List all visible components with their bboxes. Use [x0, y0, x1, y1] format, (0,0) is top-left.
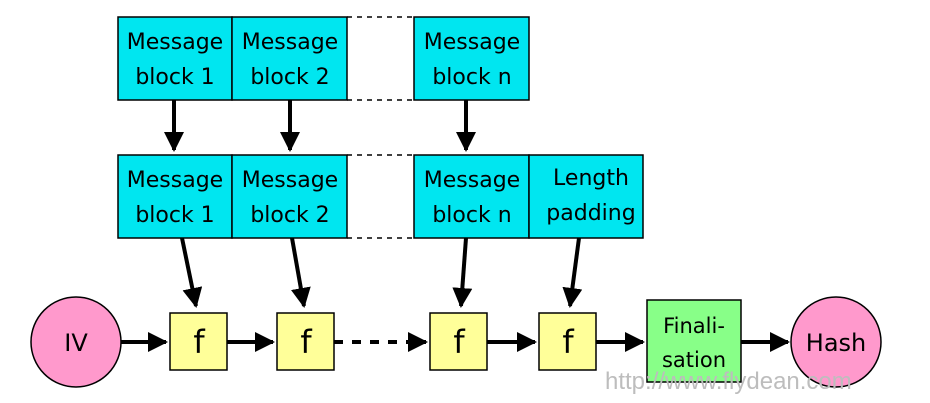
- top-row: Message block 1 Message block 2 Message …: [117, 16, 530, 101]
- mid-block-1-line1: Message: [127, 168, 223, 193]
- length-padding-line1: Length: [553, 166, 629, 191]
- mid-message-block-2: Message block 2: [231, 154, 348, 239]
- length-padding-line2: padding: [546, 201, 635, 226]
- f1-label: f: [193, 323, 205, 361]
- hash-label: Hash: [806, 329, 866, 357]
- compression-function-2: f: [276, 312, 335, 371]
- arrow-mid-to-f-1: [180, 237, 203, 308]
- mid-block-2-line2: block 2: [250, 203, 329, 228]
- watermark-text: http://www.flydean.com: [605, 368, 852, 395]
- arrow-padding-to-f: [562, 237, 583, 308]
- arrow-mid-to-f-2: [290, 237, 311, 308]
- flast-label: f: [562, 323, 574, 361]
- finalisation-line2: sation: [662, 348, 726, 372]
- mid-message-block-n: Message block n: [413, 154, 530, 239]
- finalisation-box: Finali- sation: [646, 299, 742, 383]
- top-block-n-line2: block n: [432, 65, 511, 90]
- mid-block-n-line2: block n: [432, 203, 511, 228]
- iv-node: IV: [30, 296, 122, 388]
- top-block-2-line1: Message: [242, 30, 338, 55]
- fn-label: f: [453, 323, 465, 361]
- top-block-n-line1: Message: [424, 30, 520, 55]
- length-padding-block: Length padding: [528, 154, 644, 239]
- compression-function-last: f: [538, 312, 597, 371]
- finalisation-line1: Finali-: [663, 314, 725, 338]
- top-message-block-2: Message block 2: [231, 16, 348, 101]
- top-block-1-line1: Message: [127, 30, 223, 55]
- top-message-block-1: Message block 1: [117, 16, 233, 101]
- top-block-1-line2: block 1: [135, 65, 214, 90]
- compression-function-1: f: [169, 312, 228, 371]
- top-message-block-n: Message block n: [413, 16, 530, 101]
- mid-block-1-line2: block 1: [135, 203, 214, 228]
- mid-block-n-line1: Message: [424, 168, 520, 193]
- mid-block-2-line1: Message: [242, 168, 338, 193]
- hash-node: Hash: [790, 296, 882, 388]
- arrow-mid-to-f-n: [452, 237, 473, 308]
- pipeline: IV f f f f Finali- sation: [30, 296, 882, 388]
- top-block-2-line2: block 2: [250, 65, 329, 90]
- compression-function-n: f: [429, 312, 488, 371]
- iv-label: IV: [64, 329, 88, 357]
- mid-message-block-1: Message block 1: [117, 154, 233, 239]
- f2-label: f: [300, 323, 312, 361]
- middle-row: Message block 1 Message block 2 Message …: [117, 154, 644, 239]
